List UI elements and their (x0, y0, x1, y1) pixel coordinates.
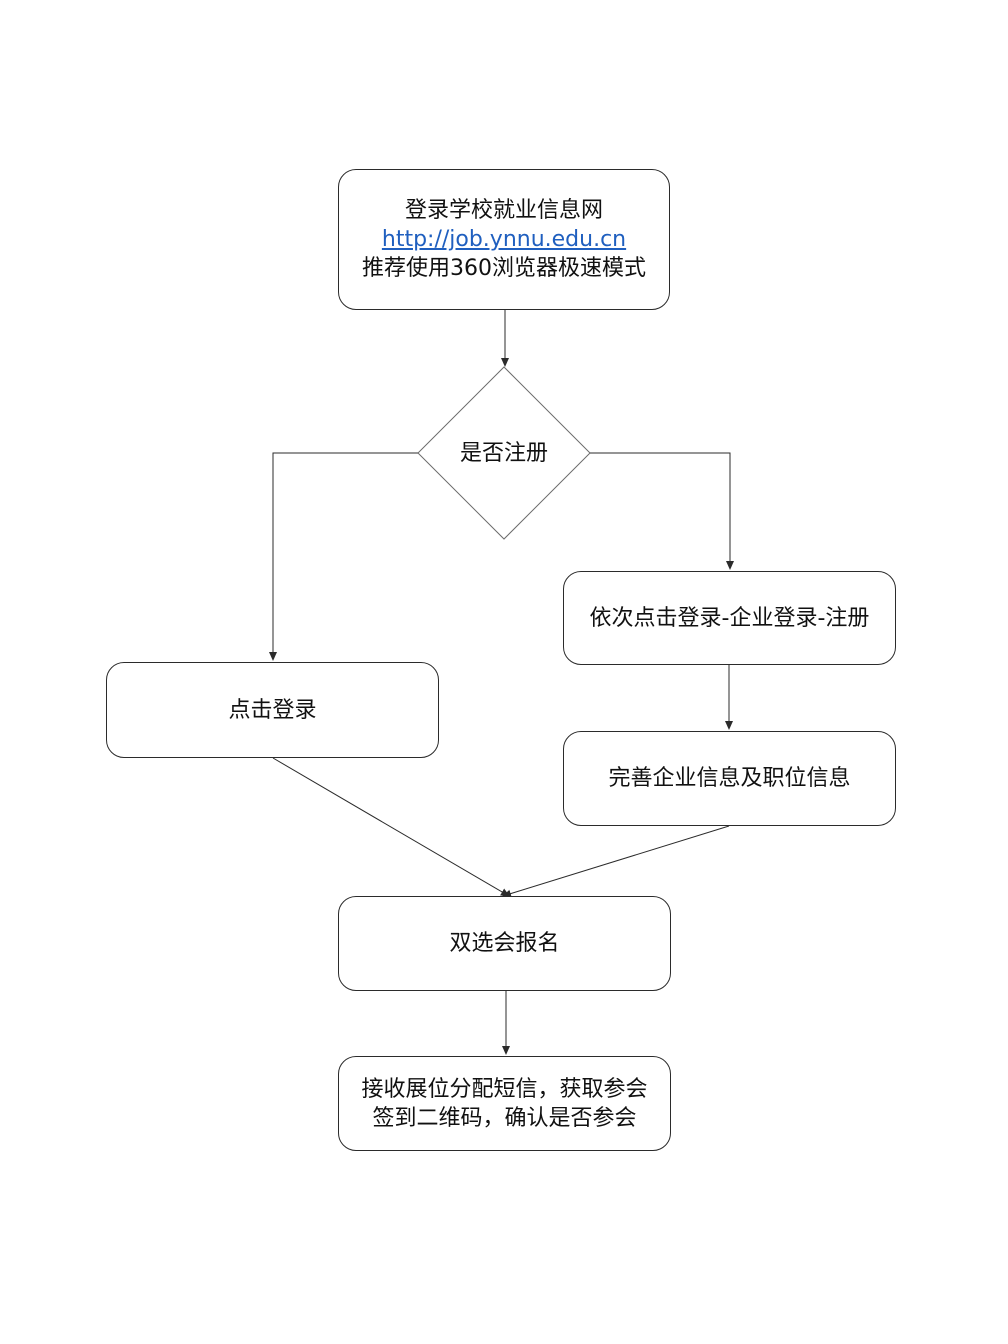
register-node-label: 依次点击登录-企业登录-注册 (589, 605, 870, 631)
start-node: 登录学校就业信息网 http://job.ynnu.edu.cn 推荐使用360… (338, 169, 670, 310)
signup-node-label: 双选会报名 (449, 931, 560, 956)
login-node: 点击登录 (106, 662, 439, 758)
receive-node: 接收展位分配短信，获取参会 签到二维码，确认是否参会 (338, 1056, 671, 1151)
decision-diamond (417, 366, 591, 540)
start-node-title: 登录学校就业信息网 (404, 198, 603, 223)
arrow-decision-to-login (269, 452, 418, 661)
arrow-login-to-signup (272, 757, 510, 897)
complete-info-node-label: 完善企业信息及职位信息 (608, 766, 851, 791)
register-node: 依次点击登录-企业登录-注册 (563, 571, 896, 665)
receive-node-line2: 签到二维码，确认是否参会 (372, 1105, 637, 1131)
arrow-complete-to-signup (502, 825, 730, 898)
signup-node: 双选会报名 (338, 896, 671, 991)
job-site-link[interactable]: http://job.ynnu.edu.cn (381, 227, 627, 252)
complete-info-node: 完善企业信息及职位信息 (563, 731, 896, 826)
start-node-browser-tip: 推荐使用360浏览器极速模式 (362, 256, 646, 281)
receive-node-line1: 接收展位分配短信，获取参会 (361, 1076, 648, 1102)
login-node-label: 点击登录 (228, 697, 317, 723)
decision-label: 是否注册 (459, 441, 548, 466)
arrow-decision-to-register (590, 452, 734, 570)
